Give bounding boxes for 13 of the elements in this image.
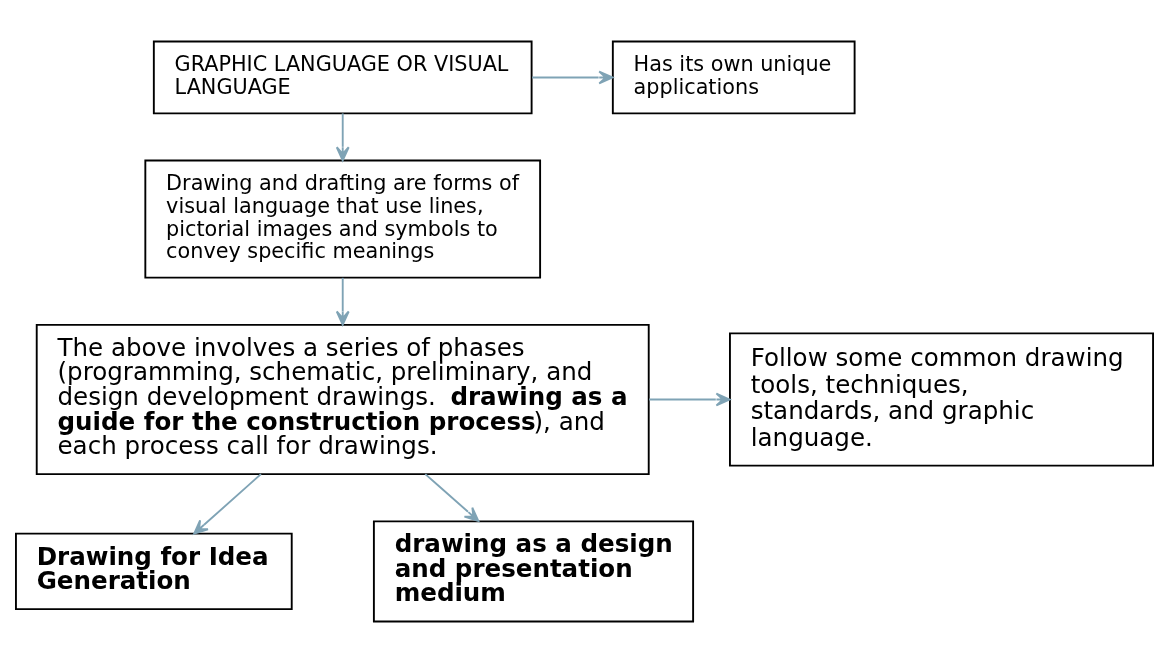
arrow	[335, 112, 350, 162]
arrow	[193, 473, 262, 535]
node-box: Drawing and drafting are forms of visual language that use lines, pictorial images and symbols to convey specific meanings	[144, 159, 542, 279]
arrow	[424, 473, 480, 522]
node-box: Has its own unique applications	[611, 40, 856, 115]
arrow	[648, 392, 731, 407]
node-box: GRAPHIC LANGUAGE OR VISUAL LANGUAGE	[152, 40, 533, 115]
node-box: Follow some common drawing tools, techniques, standards, and graphic language.	[729, 332, 1154, 467]
node-box: drawing as a design and presentation medium	[372, 520, 695, 623]
arrow	[335, 276, 350, 326]
node-box: The above involves a series of phases (programming, schematic, preliminary, and design development drawings. drawing as a guide for the construction process), and each process call for drawings.	[35, 323, 650, 476]
arrow	[531, 70, 614, 85]
node-box: Drawing for Idea Generation	[15, 532, 293, 611]
